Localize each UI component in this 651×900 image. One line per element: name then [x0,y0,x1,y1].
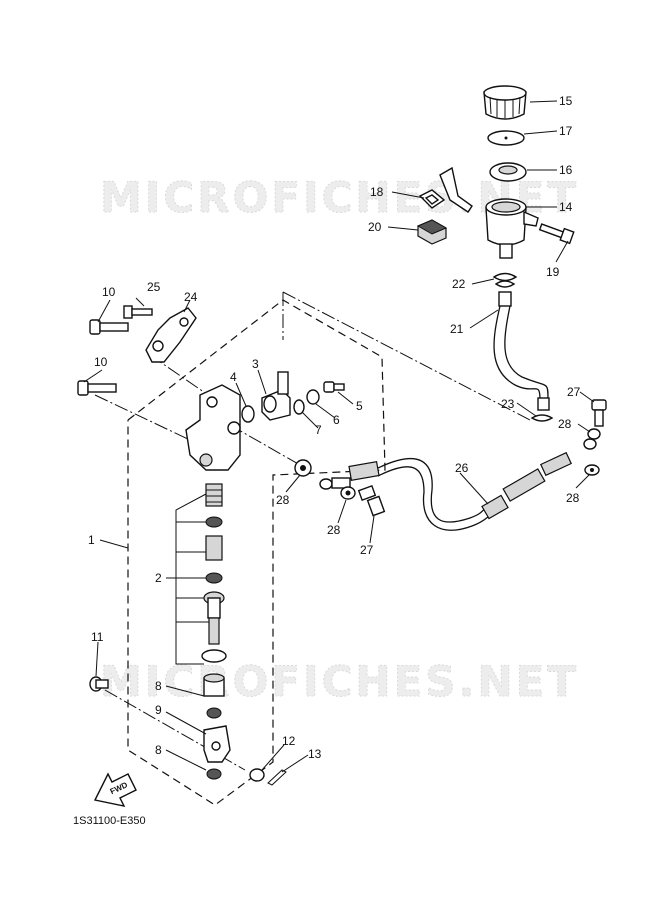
callout-23: 23 [501,397,515,411]
callout-17: 17 [559,124,573,138]
mounting-bolt-upper [89,319,129,335]
reservoir-cap [483,85,527,120]
washer-body [294,459,312,477]
master-cylinder-bracket [145,307,197,363]
joint-washer [293,399,305,415]
callout-2: 2 [155,571,162,585]
clevis [203,725,231,763]
o-ring [241,405,255,423]
mounting-bolt-lower [77,380,117,396]
callout-4: 4 [230,370,237,384]
callout-labels: 15 17 16 14 18 20 19 22 21 23 25 24 10 1… [88,94,581,761]
callout-3: 3 [252,357,259,371]
callout-20: 20 [368,220,382,234]
callout-6: 6 [333,413,340,427]
diaphragm-plate [487,130,525,146]
brake-hose [319,438,597,531]
callout-15: 15 [559,94,573,108]
callout-8a: 8 [155,679,162,693]
union-joint [261,371,291,421]
callout-28a: 28 [276,493,290,507]
callout-5: 5 [356,399,363,413]
callout-9: 9 [155,703,162,717]
locknut-upper [206,707,222,719]
reservoir-hose [493,291,550,411]
clevis-pin [89,676,109,692]
callout-1: 1 [88,533,95,547]
fwd-arrow-icon: FWD [93,772,137,807]
callout-24: 24 [184,290,198,304]
cotter-pin [267,769,287,786]
callout-27a: 27 [567,385,581,399]
callout-10a: 10 [102,285,116,299]
reservoir-bolt [538,223,575,245]
callout-7: 7 [315,423,322,437]
callout-18: 18 [370,185,384,199]
callout-27b: 27 [360,543,374,557]
joint-gasket [306,389,320,405]
callout-13: 13 [308,747,322,761]
bracket-screw [123,305,153,319]
callout-28b: 28 [558,417,572,431]
callout-22: 22 [452,277,466,291]
callout-28c: 28 [566,491,580,505]
watermark-bottom: MICROFICHES.NET [100,657,579,706]
master-cylinder-body [185,384,241,471]
reservoir-bracket [418,166,473,213]
locknut-lower [206,768,222,780]
callout-28d: 28 [327,523,341,537]
callout-10b: 10 [94,355,108,369]
reservoir-tank [485,198,539,259]
joint-bolt [323,381,345,393]
hose-clip-top [492,272,518,288]
union-bolt-right [591,399,607,427]
callout-16: 16 [559,163,573,177]
assembly-outline [94,291,531,806]
figure-code: 1S31100-E350 [73,815,146,827]
bracket-damper [416,219,448,245]
washer-hose-right-upper [587,428,601,440]
callout-8b: 8 [155,743,162,757]
washer-hose-left [340,486,356,500]
leader-lines [83,100,595,773]
pin-washer [249,768,265,782]
callout-26: 26 [455,461,469,475]
reservoir-diaphragm [489,162,527,182]
hose-clip-bottom [530,414,554,422]
callout-19: 19 [546,265,560,279]
callout-21: 21 [450,322,464,336]
watermark-top: MICROFICHES.NET [100,173,579,222]
callout-11: 11 [91,630,104,644]
callout-25: 25 [147,280,161,294]
piston-kit [175,483,227,697]
union-bolt-left [357,485,386,517]
callout-12: 12 [282,734,296,748]
washer-hose-right-lower [584,464,600,476]
callout-14: 14 [559,200,573,214]
